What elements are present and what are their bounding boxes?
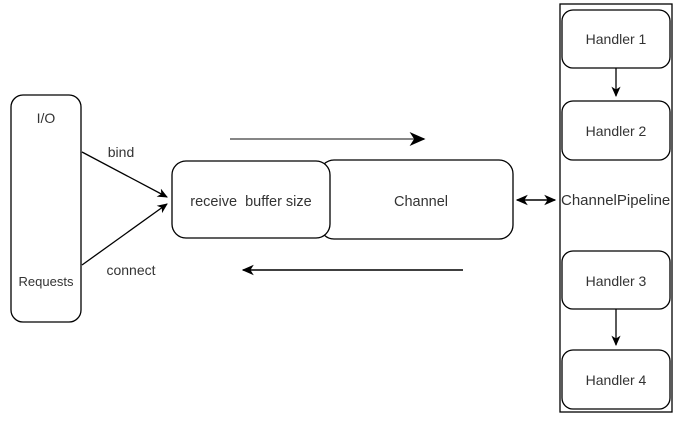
handler-4-box	[561, 349, 671, 410]
channel-pipeline-label: ChannelPipeline	[561, 192, 670, 209]
receive-buffer-label: receive buffer size	[190, 194, 311, 210]
receive-buffer-node: receive buffer size	[171, 160, 331, 239]
connect-edge-label: connect	[106, 262, 155, 278]
bind-edge-label: bind	[108, 144, 134, 160]
handler-2-box	[561, 100, 671, 161]
channel-node: Channel	[319, 159, 514, 240]
io-label: I/O	[37, 110, 56, 126]
bind-edge: bind	[81, 144, 168, 198]
handler-1-node: Handler 1	[561, 9, 671, 69]
receive-buffer-box	[171, 160, 331, 239]
requests-label: Requests	[19, 274, 74, 289]
channel-label: Channel	[394, 194, 448, 210]
handler-2-label: Handler 2	[586, 123, 647, 139]
handler-4-label: Handler 4	[586, 372, 647, 388]
bind-arrow	[81, 151, 168, 198]
handler-2-node: Handler 2	[561, 100, 671, 161]
connect-edge: connect	[81, 203, 168, 278]
io-requests-node: I/O Requests	[10, 94, 82, 323]
io-requests-box	[10, 94, 82, 323]
handler-1-label: Handler 1	[586, 31, 647, 47]
handler-4-node: Handler 4	[561, 349, 671, 410]
connect-arrow	[81, 203, 168, 266]
handler-3-node: Handler 3	[561, 250, 671, 310]
handler-3-label: Handler 3	[586, 273, 647, 289]
